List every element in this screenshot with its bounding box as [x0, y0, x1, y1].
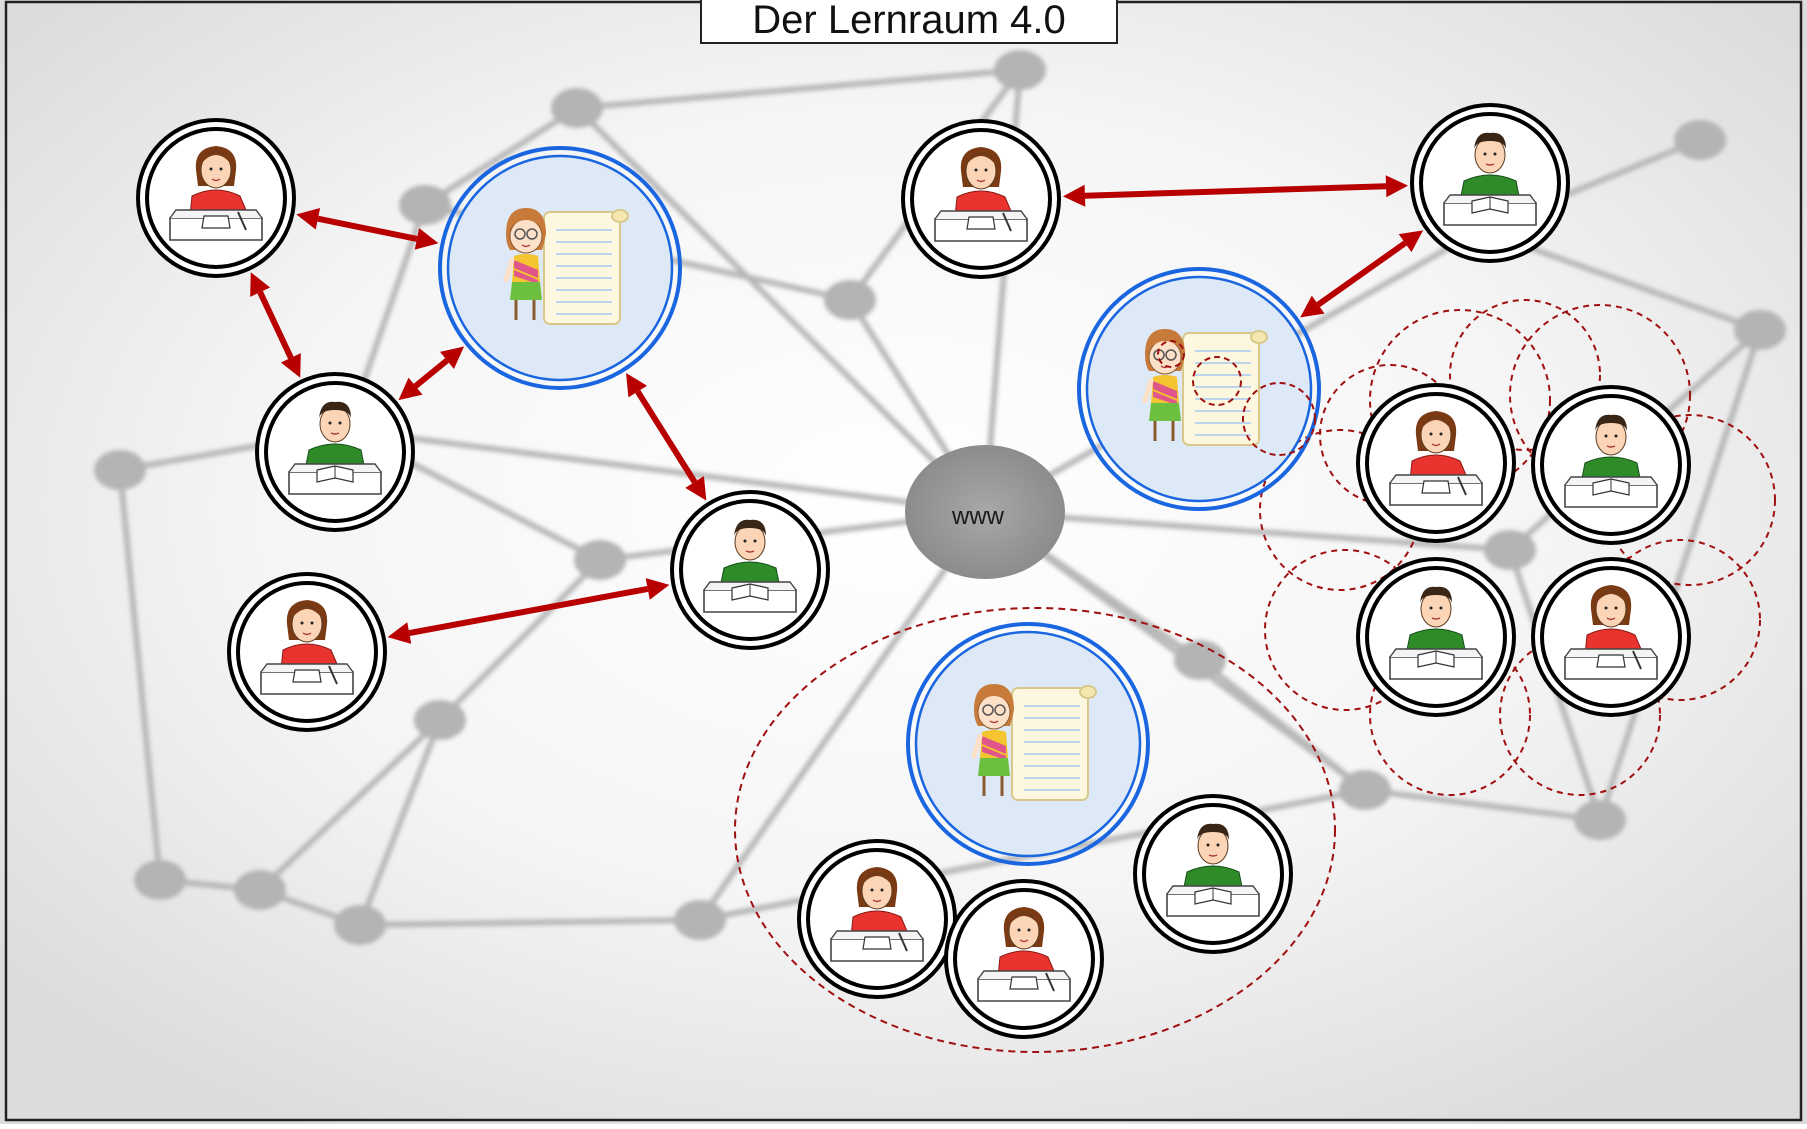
connection-arrow-s5-s6 [1062, 175, 1409, 207]
connection-arrow-s1-t1 [296, 207, 439, 250]
student-node-c2 [1531, 385, 1691, 545]
student-node-g2 [944, 879, 1104, 1039]
title-box: Der Lernraum 4.0 [700, 0, 1118, 44]
connection-arrow-s6-t2 [1300, 230, 1424, 318]
connection-arrow-s1-s2 [250, 272, 301, 378]
student-node-s5 [901, 119, 1061, 279]
student-node-c3 [1356, 557, 1516, 717]
teacher-node-t3 [906, 622, 1150, 866]
teacher-node-t2 [1077, 267, 1321, 511]
connections-layer [250, 175, 1424, 644]
student-node-g3 [1133, 794, 1293, 954]
student-node-s6 [1410, 103, 1570, 263]
student-node-g1 [797, 839, 957, 999]
student-node-c4 [1531, 557, 1691, 717]
www-label: www [951, 503, 1005, 530]
connection-arrow-t1-s4 [626, 372, 707, 501]
connection-arrow-s3-s4 [387, 578, 670, 644]
teacher-node-t1 [438, 146, 682, 390]
student-node-s1 [136, 118, 296, 278]
highlight-marks [1157, 340, 1316, 456]
student-node-c1 [1356, 383, 1516, 543]
diagram-title: Der Lernraum 4.0 [752, 0, 1066, 42]
student-node-s2 [255, 372, 415, 532]
student-node-s4 [670, 490, 830, 650]
nodes-layer [136, 103, 1691, 1039]
ellipse-group [734, 607, 1336, 1053]
www-hub: www [905, 445, 1065, 579]
connection-arrow-s2-t1 [398, 346, 465, 401]
student-node-s3 [227, 572, 387, 732]
